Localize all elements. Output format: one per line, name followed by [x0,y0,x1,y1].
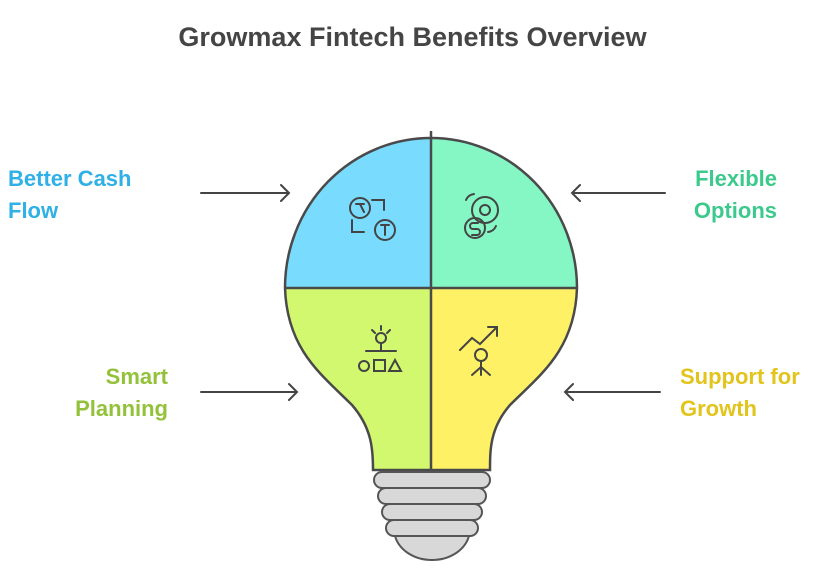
label-line: Better Cash [8,166,132,191]
label-line: Options [693,198,777,223]
quadrant-flexible-options [431,138,577,288]
money-options-icon [464,193,499,239]
quadrant-smart-planning [285,288,431,470]
label-better-cash-flow: Better Cash Flow [8,163,131,227]
label-line: Planning [75,396,168,421]
arrow-smart-planning [200,383,299,401]
quadrant-better-cash-flow [285,138,431,288]
quadrant-support-for-growth [431,288,577,470]
bulb-outline [283,136,579,472]
label-line: Support for [680,364,800,389]
bulb-base [373,471,491,562]
diagram-title: Growmax Fintech Benefits Overview [178,22,647,52]
arrow-flexible-options [570,184,666,202]
label-line: Growth [680,396,757,421]
arrow-support-for-growth [563,383,661,401]
arrow-better-cash-flow [200,184,291,202]
label-support-for-growth: Support for Growth [680,361,800,425]
currency-exchange-icon [349,197,396,241]
label-line: Flexible [695,166,777,191]
growth-person-icon [459,326,498,376]
label-smart-planning: Smart Planning [75,361,168,425]
label-line: Flow [8,198,59,223]
label-flexible-options: Flexible Options [694,163,777,227]
label-line: Smart [105,364,168,389]
planning-idea-icon [358,325,403,372]
